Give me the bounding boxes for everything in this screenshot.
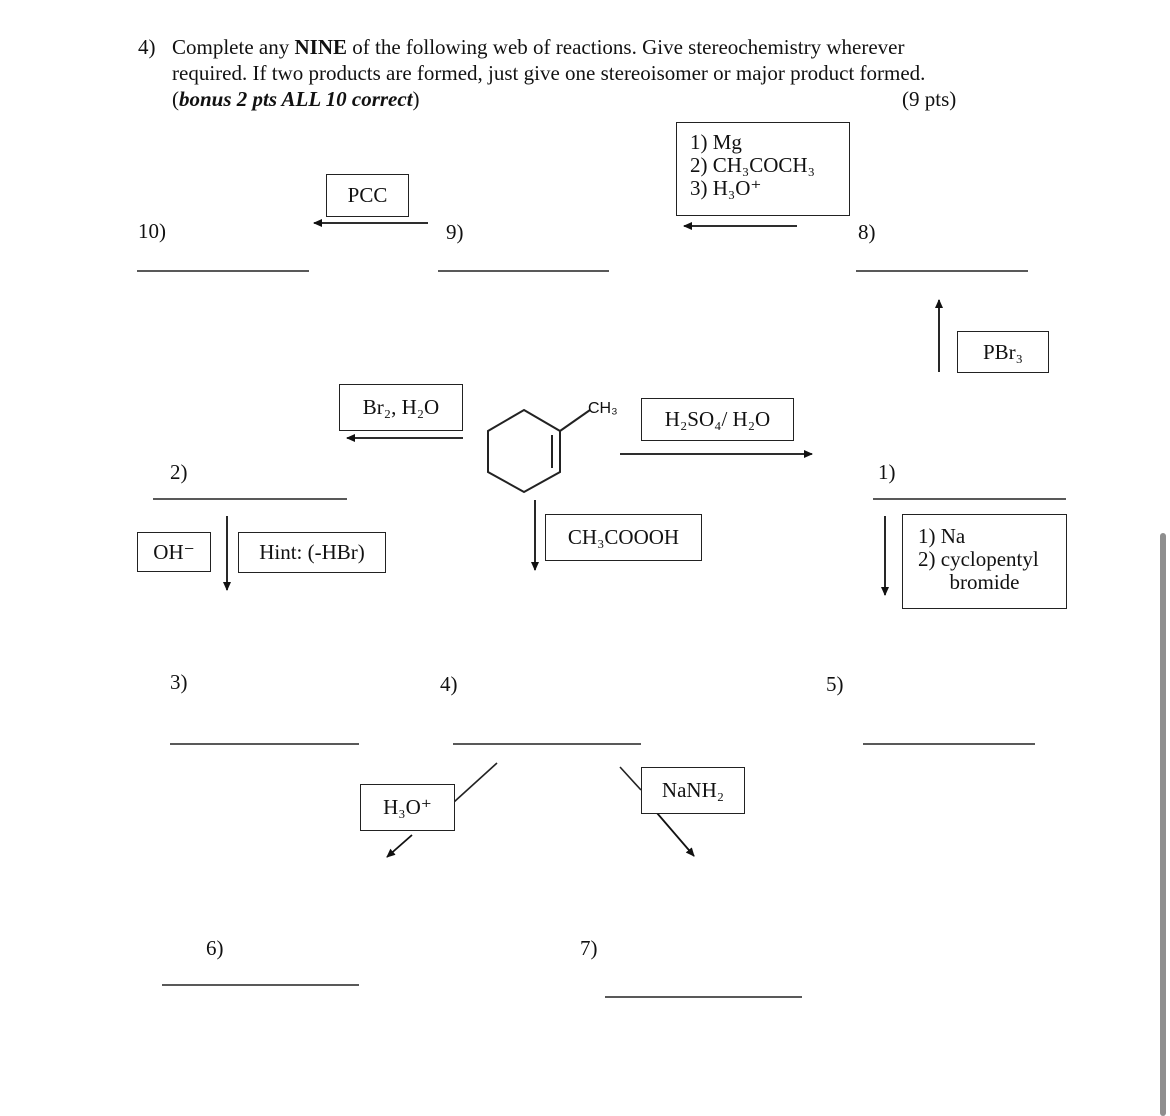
product-label-3: 3): [170, 670, 188, 694]
product-label-7: 7): [580, 936, 598, 960]
connector-4-to-6: [453, 762, 498, 803]
product-label-5: 5): [826, 672, 844, 696]
methylcyclohexene-structure: [487, 408, 591, 494]
reagent-box-br2: Br₂, H₂O: [339, 384, 463, 431]
reagent-box-hint: Hint: (-HBr): [238, 532, 386, 573]
product-label-2: 2): [170, 460, 188, 484]
product-label-9: 9): [446, 220, 464, 244]
connector-4-to-7: [619, 766, 642, 791]
reagent-box-pcc: PCC: [326, 174, 409, 217]
instruction-emphasis: NINE: [294, 35, 347, 59]
bonus-text: bonus 2 pts ALL 10 correct: [179, 87, 413, 111]
reagent-box-h2so4: H₂SO₄/ H₂O: [641, 398, 794, 441]
arrow-nanh2: [656, 812, 695, 857]
reagent-hint: Hint: (-HBr): [259, 540, 365, 564]
product-label-10: 10): [138, 219, 166, 243]
vertical-scrollbar[interactable]: [1160, 533, 1166, 1116]
arrow-h3o: [386, 834, 413, 858]
na-step-1: 1) Na: [918, 524, 966, 548]
reagent-h3o: H₃O⁺: [383, 795, 432, 819]
reagent-peracetic-acid: CH₃COOOH: [567, 525, 680, 549]
reagent-box-na: 1) Na 2) cyclopentyl bromide: [902, 514, 1067, 609]
instruction-line-2: required. If two products are formed, ju…: [172, 61, 926, 85]
reagent-box-pbr3: PBr₃: [957, 331, 1049, 373]
grignard-step-3: 3) H₃O⁺: [690, 176, 762, 200]
reagent-h2so4-h2o: H₂SO₄/ H₂O: [664, 407, 771, 431]
reagent-br2-h2o: Br₂, H₂O: [362, 395, 440, 419]
question-number: 4): [138, 35, 156, 59]
bonus-close: ): [412, 87, 420, 111]
reagent-box-h3o: H₃O⁺: [360, 784, 455, 831]
na-step-3: bromide: [949, 570, 1020, 594]
methyl-label: CH₃: [588, 400, 618, 417]
reagent-pbr3: PBr₃: [982, 340, 1023, 364]
reagent-box-grignard: 1) Mg 2) CH₃COCH₃ 3) H₃O⁺: [676, 122, 850, 216]
product-label-1: 1): [878, 460, 896, 484]
grignard-step-1: 1) Mg: [690, 130, 742, 154]
reagent-box-peracid: CH₃COOOH: [545, 514, 702, 561]
grignard-step-2: 2) CH₃COCH₃: [690, 153, 815, 177]
reagent-box-oh: OH⁻: [137, 532, 211, 572]
reagent-nanh2: NaNH₂: [661, 778, 725, 802]
points-label: (9 pts): [902, 87, 957, 111]
product-label-4: 4): [440, 672, 458, 696]
instruction-part-c: of the following web of reactions. Give …: [347, 35, 905, 59]
product-label-8: 8): [858, 220, 876, 244]
product-label-6: 6): [206, 936, 224, 960]
reagent-box-nanh2: NaNH₂: [641, 767, 745, 814]
instruction-part-a: Complete any: [172, 35, 295, 59]
reagent-pcc: PCC: [347, 183, 388, 207]
reagent-hydroxide: OH⁻: [153, 540, 195, 564]
na-step-2: 2) cyclopentyl: [918, 547, 1039, 571]
bonus-open: (: [172, 87, 179, 111]
